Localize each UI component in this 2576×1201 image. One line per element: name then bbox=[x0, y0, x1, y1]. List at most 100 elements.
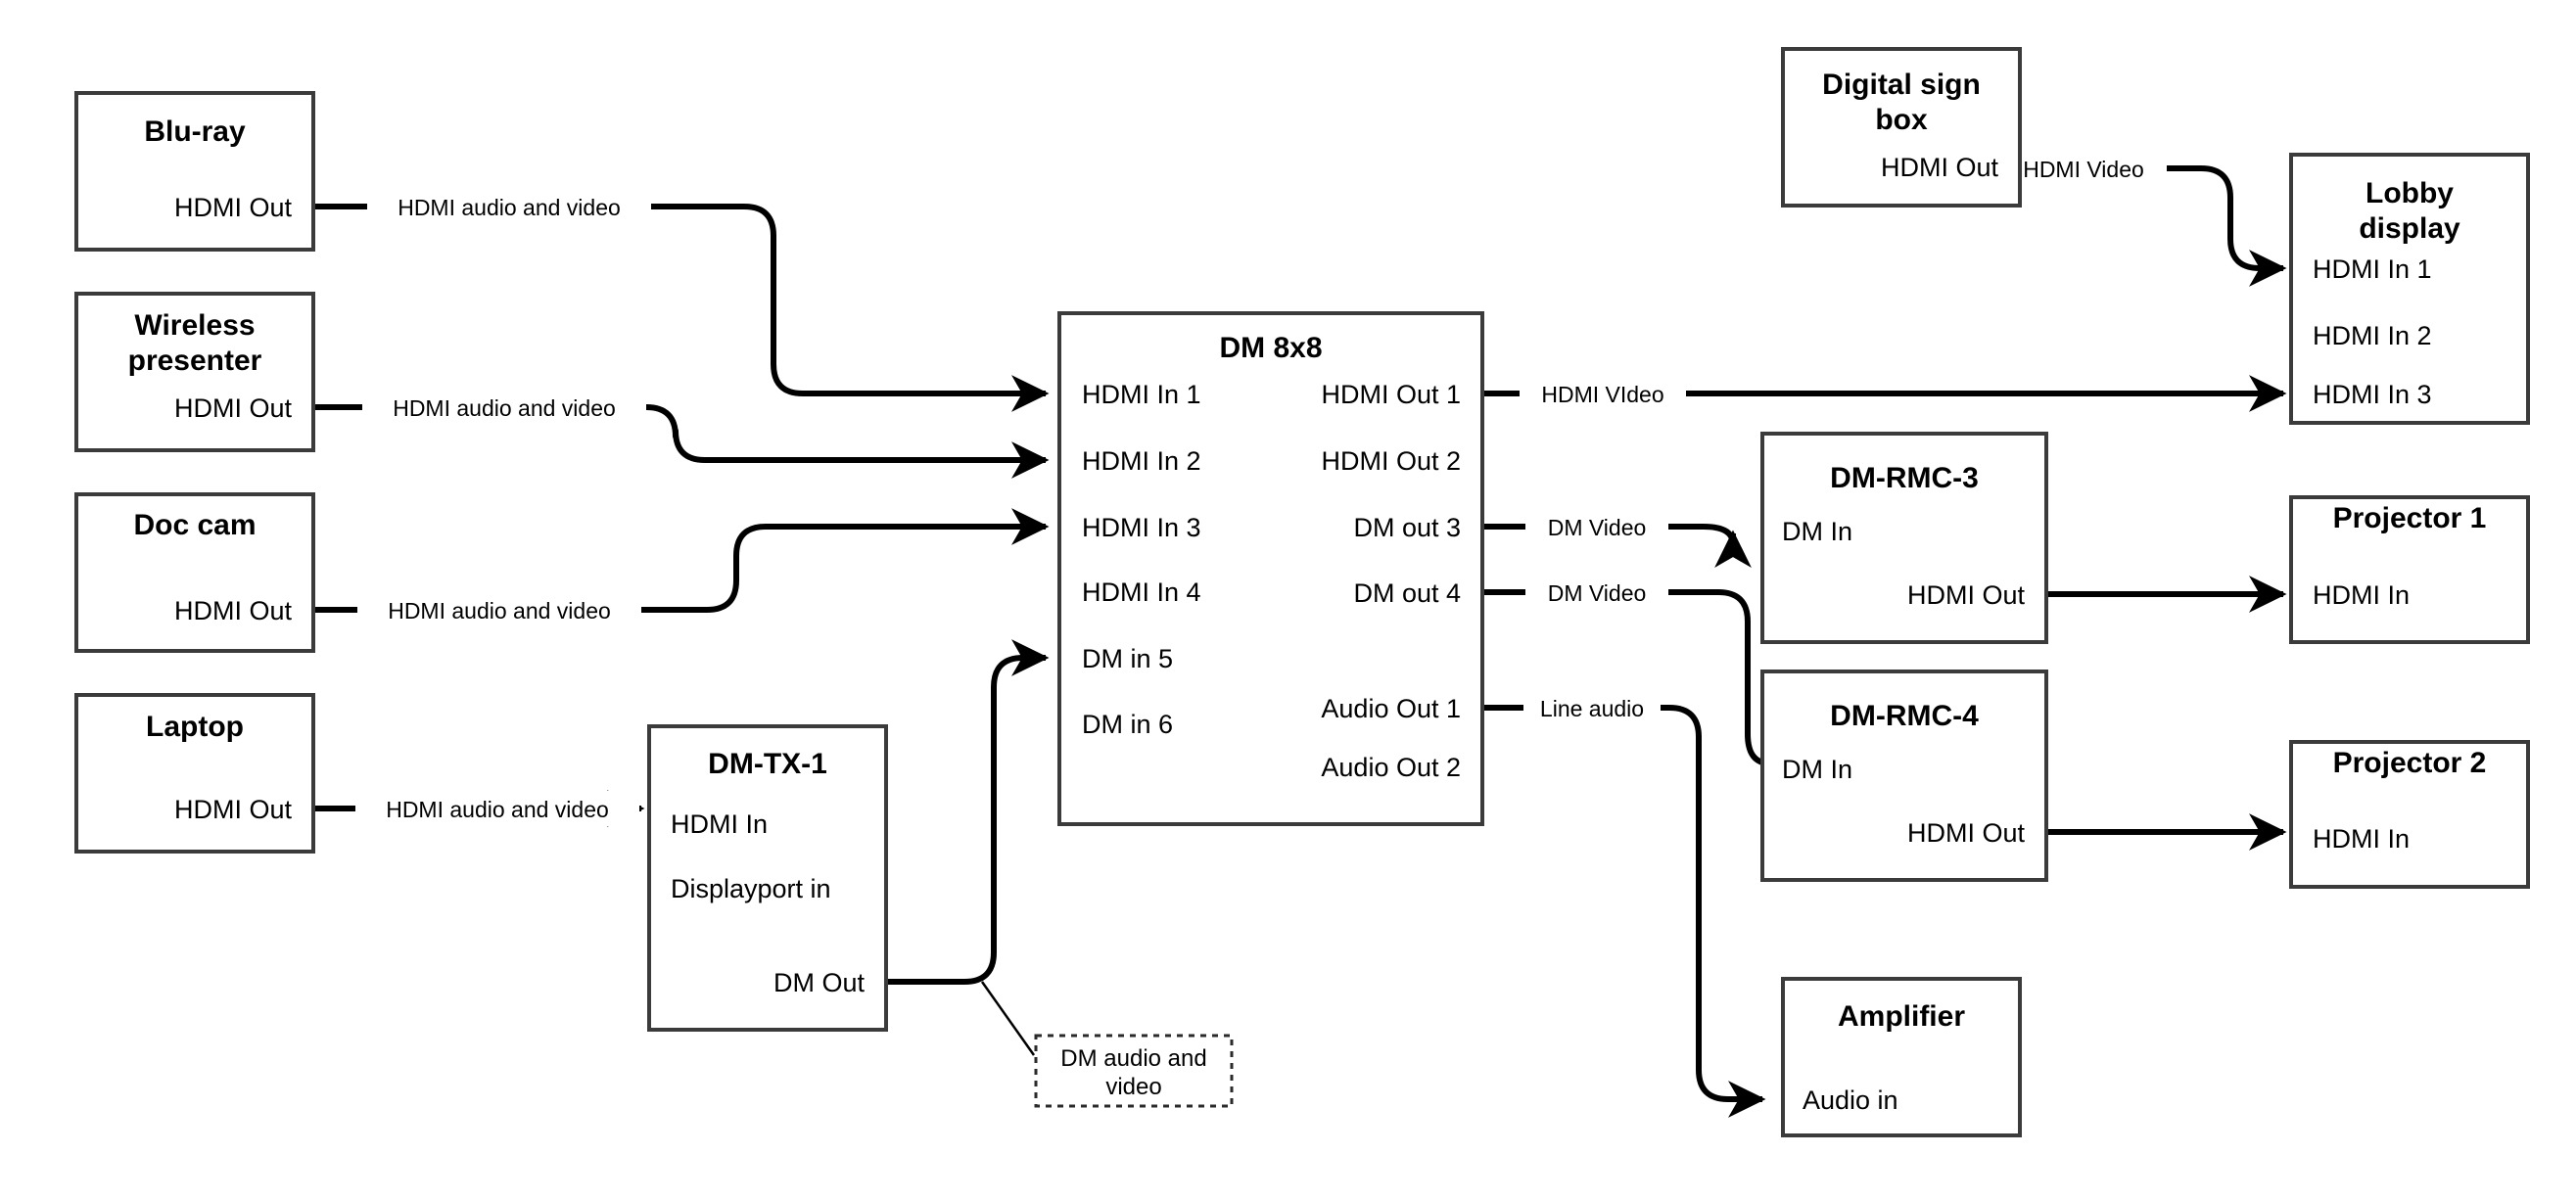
edge-label-text: HDMI audio and video bbox=[398, 195, 621, 220]
node-port-dm-out-4: DM out 4 bbox=[1353, 578, 1461, 608]
node-dm-rmc-3[interactable]: DM-RMC-3 DM In HDMI Out bbox=[1760, 432, 2048, 644]
node-port-hdmi-in: HDMI In bbox=[2313, 824, 2410, 854]
edge-label-out1-to-lobby3: HDMI VIdeo bbox=[1520, 376, 1686, 411]
wire-dmtx1-to-dm8x8-in5 bbox=[886, 639, 1050, 985]
edge-label-signbox-to-lobby: HDMI Video bbox=[2000, 151, 2167, 186]
node-port-hdmi-out: HDMI Out bbox=[1907, 818, 2026, 848]
node-laptop[interactable]: Laptop HDMI Out bbox=[74, 693, 315, 854]
node-port-hdmi-out: HDMI Out bbox=[1907, 580, 2026, 610]
callout-leader-line bbox=[980, 981, 1036, 1056]
node-dm-8x8[interactable]: DM 8x8 HDMI In 1 HDMI In 2 HDMI In 3 HDM… bbox=[1057, 311, 1484, 826]
node-box bbox=[647, 724, 888, 1032]
node-port-hdmi-in-1: HDMI In 1 bbox=[2313, 254, 2432, 284]
callout-dm-audio-and-video: DM audio and video bbox=[1034, 1034, 1234, 1108]
node-box bbox=[1781, 47, 2022, 208]
node-amplifier[interactable]: Amplifier Audio in bbox=[1781, 977, 2022, 1137]
node-title-line2: presenter bbox=[128, 345, 262, 377]
node-port-audio-out-2: Audio Out 2 bbox=[1321, 753, 1461, 782]
node-title: DM-RMC-3 bbox=[1830, 462, 1979, 494]
node-wireless-presenter[interactable]: Wireless presenter HDMI Out bbox=[74, 292, 315, 452]
edge-label-text: DM Video bbox=[1548, 515, 1647, 540]
node-box bbox=[1781, 977, 2022, 1137]
node-port-hdmi-in-3: HDMI In 3 bbox=[1082, 513, 1201, 542]
wire-dm8x8-out3-to-rmc3 bbox=[1482, 524, 1752, 568]
node-title: Doc cam bbox=[133, 509, 256, 541]
callout-text-line1: DM audio and bbox=[1060, 1045, 1206, 1072]
node-port-hdmi-in: HDMI In bbox=[2313, 580, 2410, 610]
node-box bbox=[1760, 432, 2048, 644]
node-box bbox=[2289, 740, 2530, 889]
node-port-hdmi-in-2: HDMI In 2 bbox=[2313, 321, 2432, 350]
node-port-audio-in: Audio in bbox=[1803, 1086, 1898, 1115]
edge-label-text: HDMI audio and video bbox=[386, 797, 609, 822]
edge-label-out3-to-rmc3: DM Video bbox=[1525, 509, 1668, 544]
node-title-line1: Digital sign bbox=[1822, 69, 1981, 101]
node-title: Amplifier bbox=[1838, 1000, 1965, 1033]
node-dm-tx-1[interactable]: DM-TX-1 HDMI In Displayport in DM Out bbox=[647, 724, 888, 1032]
node-port-hdmi-in-4: HDMI In 4 bbox=[1082, 577, 1201, 607]
node-title-line1: Wireless bbox=[134, 309, 255, 342]
node-lobby-display[interactable]: Lobby display HDMI In 1 HDMI In 2 HDMI I… bbox=[2289, 153, 2530, 425]
node-port-hdmi-in-2: HDMI In 2 bbox=[1082, 446, 1201, 476]
node-port-audio-out-1: Audio Out 1 bbox=[1321, 694, 1461, 723]
node-box bbox=[1760, 670, 2048, 882]
callout-box bbox=[1034, 1034, 1234, 1108]
node-port-hdmi-out: HDMI Out bbox=[174, 596, 293, 625]
edge-label-text: Line audio bbox=[1540, 696, 1644, 721]
node-port-hdmi-out: HDMI Out bbox=[174, 393, 293, 423]
wire-dm8x8-out4-to-rmc4 bbox=[1482, 589, 1797, 782]
node-title: Blu-ray bbox=[144, 115, 246, 148]
wire-signbox-to-lobby-in1 bbox=[1858, 165, 2287, 287]
node-box bbox=[2289, 153, 2530, 425]
node-dm-rmc-4[interactable]: DM-RMC-4 DM In HDMI Out bbox=[1760, 670, 2048, 882]
node-port-displayport-in: Displayport in bbox=[671, 874, 831, 903]
node-box bbox=[74, 693, 315, 854]
edge-label-wireless-to-in2: HDMI audio and video bbox=[362, 390, 646, 425]
callout-text-line2: video bbox=[1105, 1074, 1161, 1100]
node-title: Projector 2 bbox=[2333, 747, 2487, 779]
node-port-hdmi-in-1: HDMI In 1 bbox=[1082, 380, 1201, 409]
wire-wireless-to-dm8x8-in2 bbox=[313, 404, 1050, 479]
node-title-line2: box bbox=[1875, 104, 1928, 136]
edge-label-doccam-to-in3: HDMI audio and video bbox=[357, 592, 641, 627]
node-projector-2[interactable]: Projector 2 HDMI In bbox=[2289, 740, 2530, 889]
edge-label-laptop-to-tx: HDMI audio and video bbox=[355, 791, 639, 826]
node-port-dm-in: DM In bbox=[1782, 517, 1852, 546]
edge-label-text: DM Video bbox=[1548, 580, 1647, 606]
node-port-hdmi-out-1: HDMI Out 1 bbox=[1321, 380, 1461, 409]
node-port-dm-in-6: DM in 6 bbox=[1082, 710, 1173, 739]
node-port-hdmi-out: HDMI Out bbox=[1881, 153, 1999, 182]
edge-label-text: HDMI audio and video bbox=[393, 395, 616, 421]
node-port-hdmi-out-2: HDMI Out 2 bbox=[1321, 446, 1461, 476]
edge-label-text: HDMI VIdeo bbox=[1541, 382, 1663, 407]
node-digital-sign-box[interactable]: Digital sign box HDMI Out bbox=[1781, 47, 2022, 208]
node-projector-1[interactable]: Projector 1 HDMI In bbox=[2289, 495, 2530, 644]
edge-label-text: HDMI audio and video bbox=[388, 598, 611, 624]
node-port-dm-out: DM Out bbox=[773, 968, 866, 997]
node-title: DM 8x8 bbox=[1219, 332, 1322, 364]
wire-dm8x8-audio1-to-amplifier bbox=[1482, 705, 1766, 1118]
node-title: DM-RMC-4 bbox=[1830, 700, 1979, 732]
edge-label-layer: HDMI audio and video HDMI audio and vide… bbox=[355, 151, 2167, 826]
node-port-hdmi-in-3: HDMI In 3 bbox=[2313, 380, 2432, 409]
node-port-dm-out-3: DM out 3 bbox=[1353, 513, 1461, 542]
wire-doccam-to-dm8x8-in3 bbox=[313, 508, 1050, 613]
node-port-hdmi-out: HDMI Out bbox=[174, 193, 293, 222]
edge-label-bluray-to-in1: HDMI audio and video bbox=[367, 189, 651, 224]
node-bluray[interactable]: Blu-ray HDMI Out bbox=[74, 91, 315, 252]
node-box bbox=[74, 91, 315, 252]
node-doc-cam[interactable]: Doc cam HDMI Out bbox=[74, 492, 315, 653]
node-port-dm-in: DM In bbox=[1782, 755, 1852, 784]
node-port-hdmi-out: HDMI Out bbox=[174, 795, 293, 824]
node-box bbox=[74, 292, 315, 452]
node-title: Laptop bbox=[146, 711, 244, 743]
node-title: Projector 1 bbox=[2333, 502, 2487, 534]
wire-bluray-to-dm8x8-in1 bbox=[313, 204, 1050, 412]
node-title-line2: display bbox=[2359, 212, 2460, 245]
edge-label-out4-to-rmc4: DM Video bbox=[1525, 575, 1668, 610]
node-port-hdmi-in: HDMI In bbox=[671, 809, 768, 839]
node-title-line1: Lobby bbox=[2365, 177, 2454, 209]
node-box bbox=[74, 492, 315, 653]
